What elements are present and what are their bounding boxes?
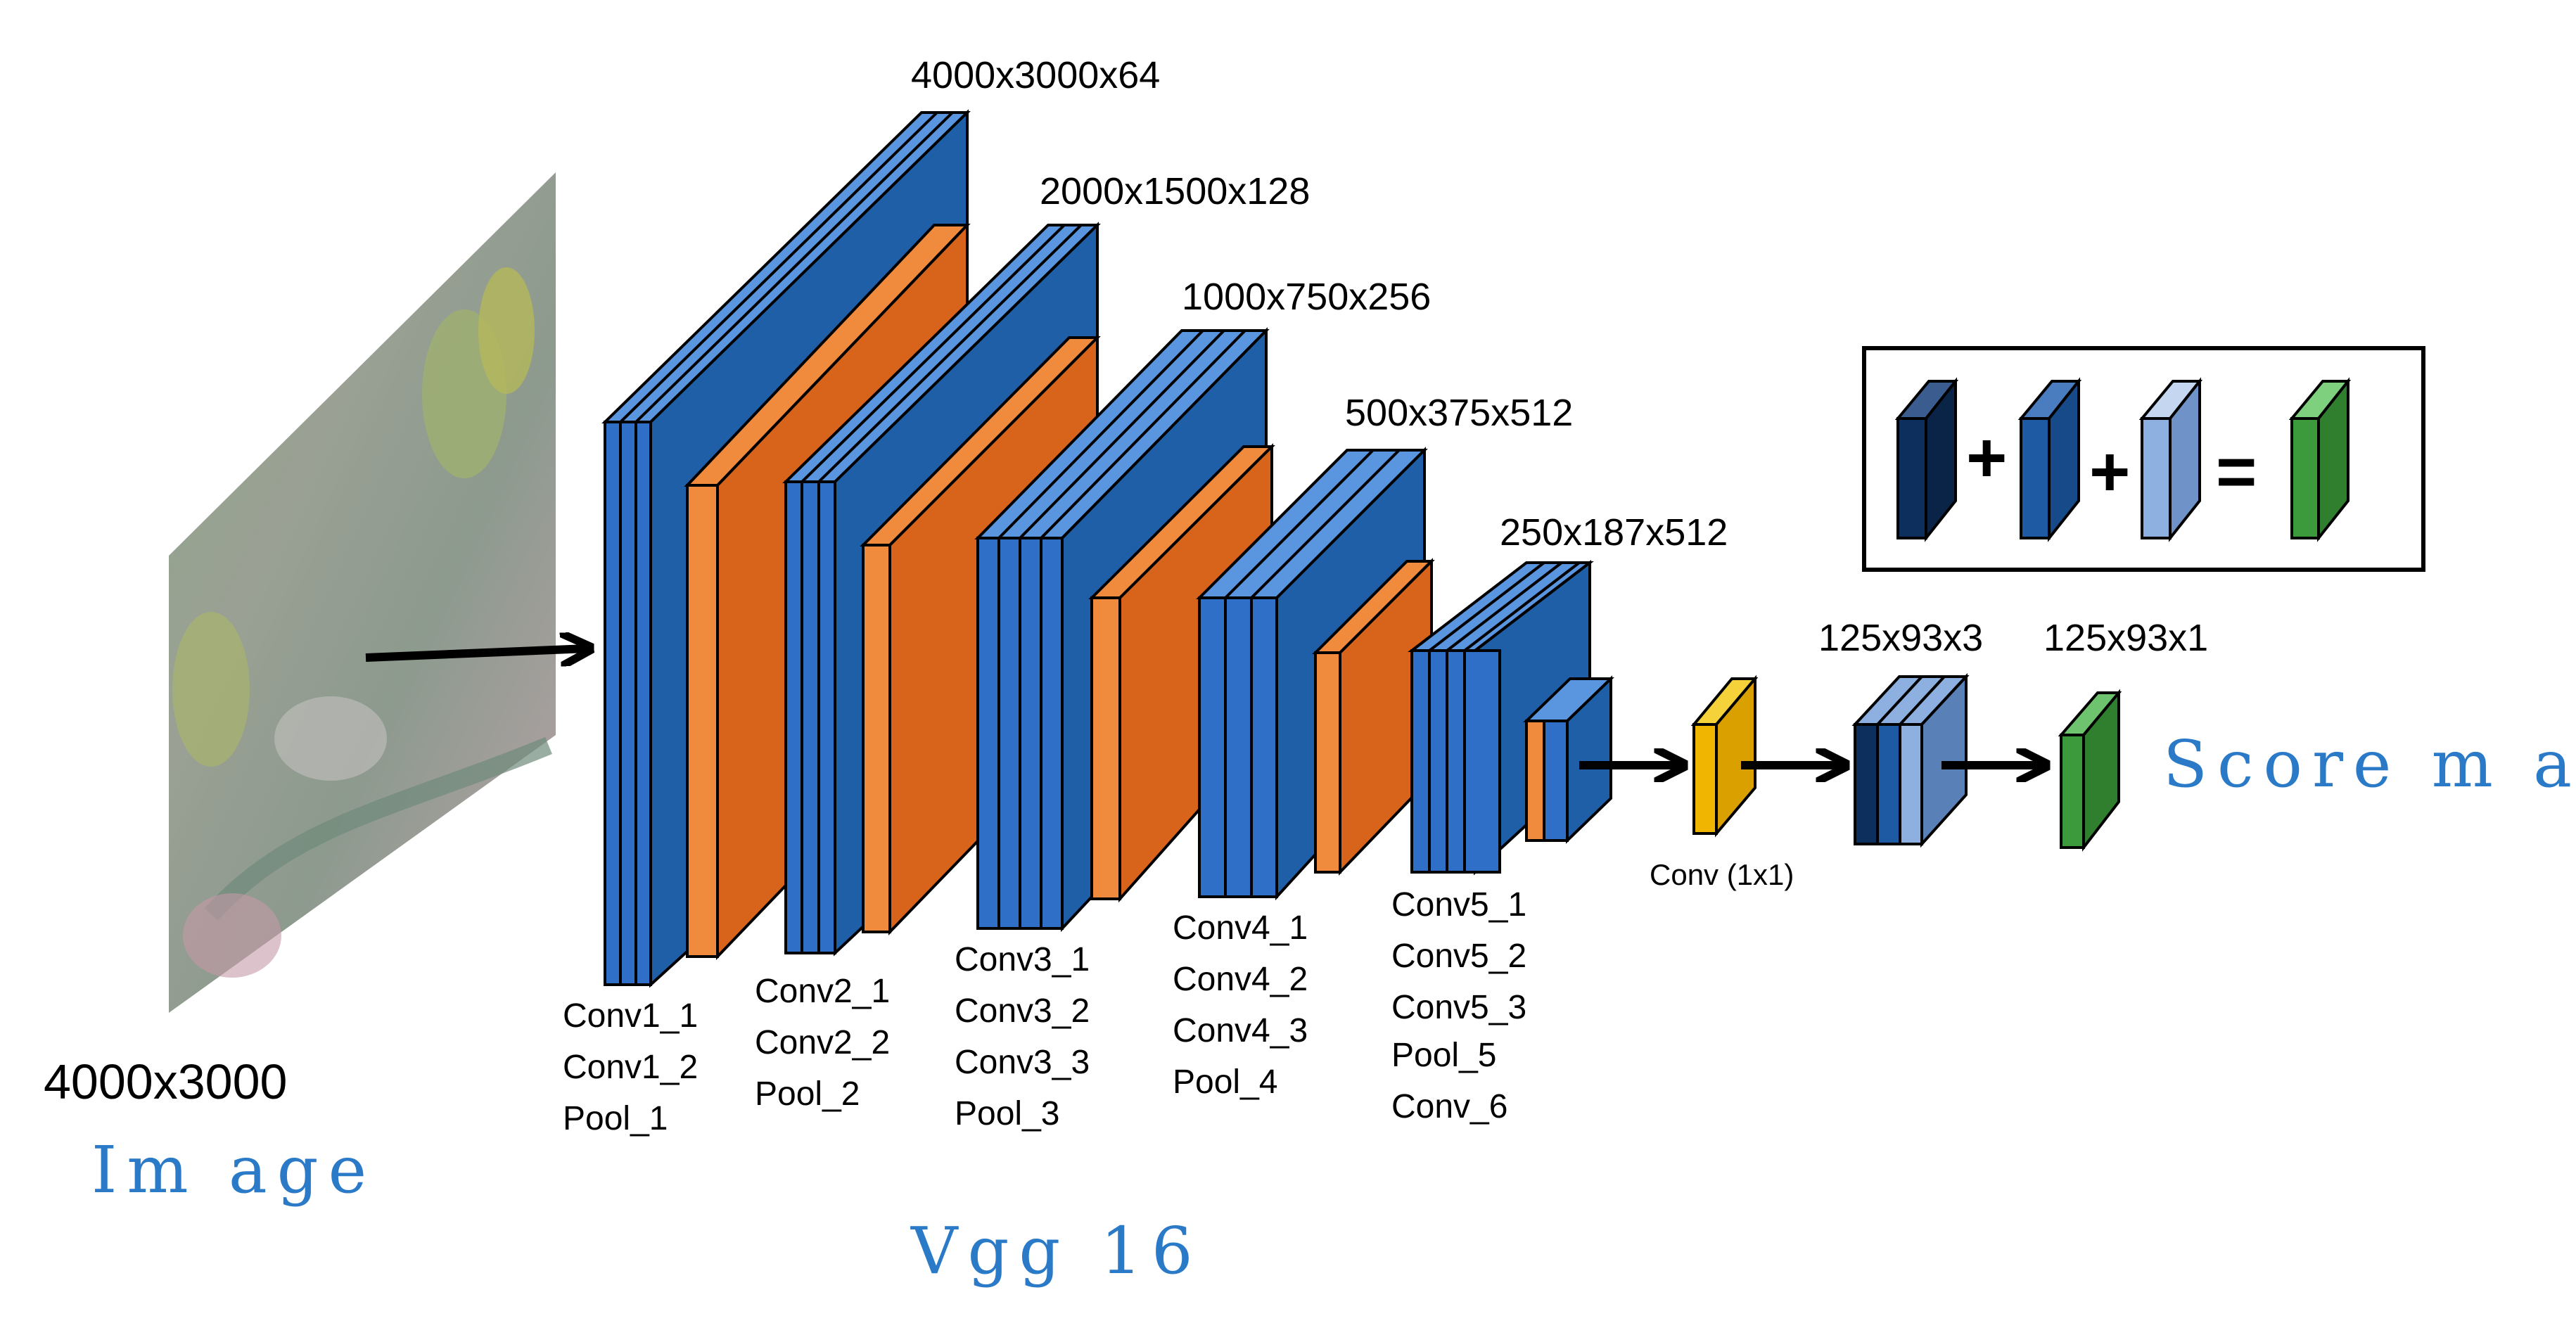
layer-label: Conv4_3 xyxy=(1173,1012,1308,1049)
conv1x1-label: Conv (1x1) xyxy=(1650,858,1794,891)
legend-plus-2: + xyxy=(2089,433,2130,511)
input-dims: 4000x3000 xyxy=(44,1054,287,1109)
layer-label: Conv3_1 xyxy=(955,941,1090,978)
layer-label: Conv3_3 xyxy=(955,1044,1090,1081)
block-2-dims: 2000x1500x128 xyxy=(1040,170,1310,212)
input-image xyxy=(169,172,556,1013)
block-4-dims: 500x375x512 xyxy=(1345,392,1573,434)
legend: + + = xyxy=(1862,346,2425,572)
block-3 xyxy=(974,327,1275,933)
layer-label: Conv2_1 xyxy=(755,973,890,1010)
multi-channel-block xyxy=(1851,672,1970,848)
layer-label: Pool_2 xyxy=(755,1075,860,1113)
layer-label: Pool_1 xyxy=(563,1100,668,1137)
layer-label: Conv5_2 xyxy=(1391,938,1526,975)
block-4 xyxy=(1196,447,1435,901)
block-5 xyxy=(1408,559,1614,876)
layer-label: Conv4_1 xyxy=(1173,909,1308,947)
layer-label: Pool_5 xyxy=(1391,1037,1496,1074)
block-3-dims: 1000x750x256 xyxy=(1182,276,1431,318)
layer-label: Pool_4 xyxy=(1173,1063,1277,1101)
legend-equals: = xyxy=(2216,433,2257,511)
block-1-dims: 4000x3000x64 xyxy=(911,54,1160,96)
backbone-label: Vgg 16 xyxy=(910,1213,1203,1289)
output-label: Score m ap xyxy=(2163,727,2576,802)
legend-green-channel xyxy=(2288,377,2352,542)
single-dims: 125x93x1 xyxy=(2043,617,2208,659)
legend-plus-1: + xyxy=(1966,418,2007,497)
legend-light-channel xyxy=(2138,377,2203,542)
layer-label: Conv1_1 xyxy=(563,997,698,1035)
legend-navy-channel xyxy=(1894,377,1959,542)
layer-label: Conv5_3 xyxy=(1391,989,1526,1026)
layer-label: Conv3_2 xyxy=(955,992,1090,1030)
multi-dims: 125x93x3 xyxy=(1818,617,1983,659)
score-map-block xyxy=(2058,689,2122,852)
block-5-dims: 250x187x512 xyxy=(1500,511,1728,554)
layer-label: Conv1_2 xyxy=(563,1049,698,1086)
layer-label: Conv2_2 xyxy=(755,1024,890,1061)
input-arrow xyxy=(365,648,587,658)
layer-label: Conv5_1 xyxy=(1391,886,1526,923)
layer-label: Conv_6 xyxy=(1391,1088,1507,1125)
legend-blue-channel xyxy=(2017,377,2082,542)
input-label: Im age xyxy=(91,1132,376,1208)
layer-label: Conv4_2 xyxy=(1173,961,1308,998)
layer-label: Pool_3 xyxy=(955,1095,1059,1132)
conv1x1-block xyxy=(1690,675,1759,838)
